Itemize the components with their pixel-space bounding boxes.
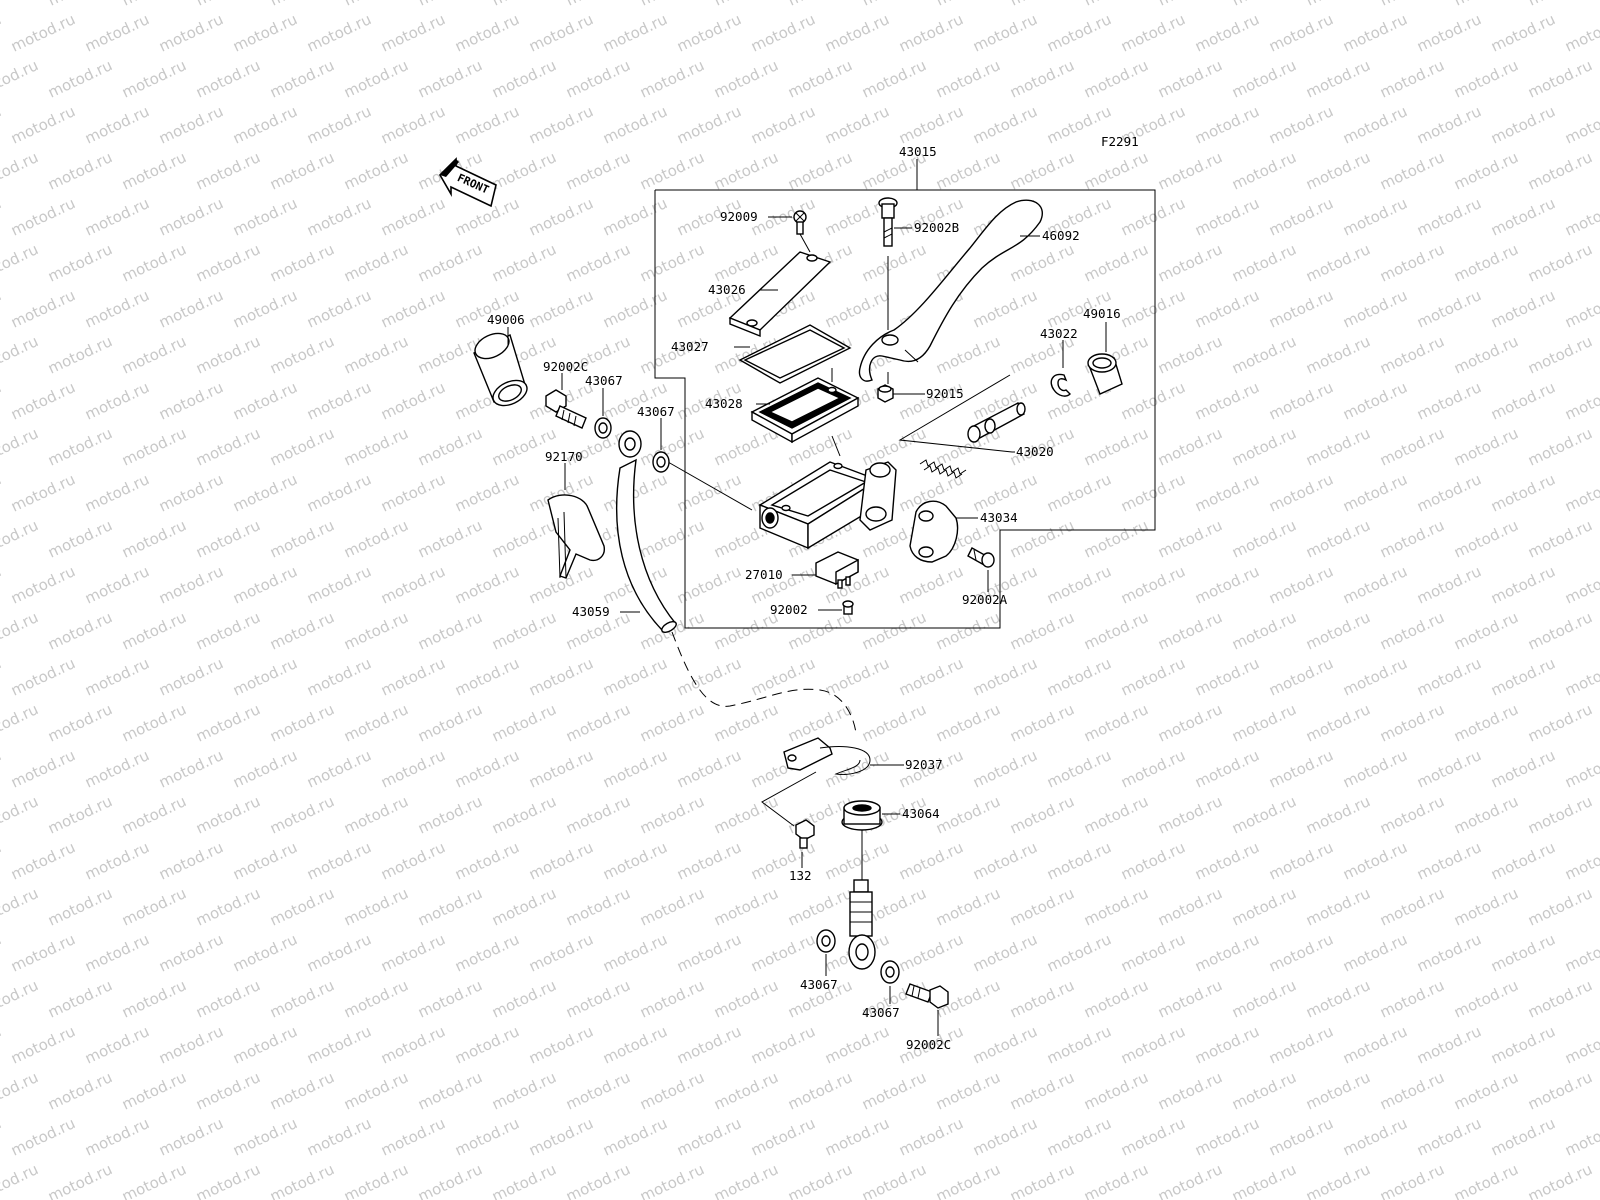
clamp-43034 (909, 500, 959, 563)
pivot-bolt-92002B (878, 197, 898, 247)
cap-plate-43027 (738, 324, 852, 384)
label-43028: 43028 (705, 396, 743, 411)
label-92002A: 92002A (962, 592, 1008, 607)
washer-43067-a (594, 417, 612, 439)
label-92002B: 92002B (914, 220, 959, 235)
label-43034: 43034 (980, 510, 1018, 525)
figure-code: F2291 (1101, 134, 1139, 149)
reservoir-cap-43026 (728, 251, 832, 338)
label-43067-d: 43067 (862, 1005, 900, 1020)
label-92002: 92002 (770, 602, 808, 617)
bolt-132 (795, 819, 815, 849)
switch-27010 (815, 551, 859, 589)
label-92009: 92009 (720, 209, 758, 224)
bolt-92002A (967, 547, 995, 568)
label-92170: 92170 (545, 449, 583, 464)
screw-92009 (793, 210, 807, 235)
washer-43067-c (816, 929, 836, 953)
dust-boot-49016 (1087, 353, 1123, 395)
bracket-92037 (783, 737, 871, 775)
piston-kit-43020 (919, 402, 1026, 479)
screw-92002 (842, 600, 854, 615)
label-92037: 92037 (905, 757, 943, 772)
label-43027: 43027 (671, 339, 709, 354)
label-132: 132 (789, 868, 812, 883)
nut-92015 (877, 384, 894, 403)
cover-49006 (473, 332, 528, 407)
label-43026: 43026 (708, 282, 746, 297)
label-46092: 46092 (1042, 228, 1080, 243)
label-43067-b: 43067 (637, 404, 675, 419)
label-49016: 49016 (1083, 306, 1121, 321)
label-49006: 49006 (487, 312, 525, 327)
label-43059: 43059 (572, 604, 610, 619)
label-43064: 43064 (902, 806, 940, 821)
label-43015: 43015 (899, 144, 937, 159)
label-43020: 43020 (1016, 444, 1054, 459)
banjo-bolt-92002C-bottom (905, 983, 949, 1009)
clutch-lever-46092 (858, 199, 1043, 382)
label-43067-c: 43067 (800, 977, 838, 992)
grommet-43064 (841, 800, 883, 831)
front-arrow-icon: FRONT (438, 157, 497, 208)
assembly-outline (654, 189, 1156, 629)
label-43067-a: 43067 (585, 373, 623, 388)
label-43022: 43022 (1040, 326, 1078, 341)
washer-43067-b (652, 451, 670, 473)
hose-clamp-92170 (547, 494, 605, 579)
lower-hose-fitting (848, 830, 876, 970)
washer-43067-d (880, 960, 900, 984)
master-cylinder-body (758, 461, 897, 550)
label-27010: 27010 (745, 567, 783, 582)
label-92015: 92015 (926, 386, 964, 401)
label-92002C-bottom: 92002C (906, 1037, 951, 1052)
diaphragm-43028 (750, 377, 860, 444)
circlip-43022 (1050, 373, 1071, 397)
label-92002C-top: 92002C (543, 359, 588, 374)
clutch-hose-43059 (615, 430, 678, 633)
banjo-bolt-92002C-top (545, 389, 587, 429)
